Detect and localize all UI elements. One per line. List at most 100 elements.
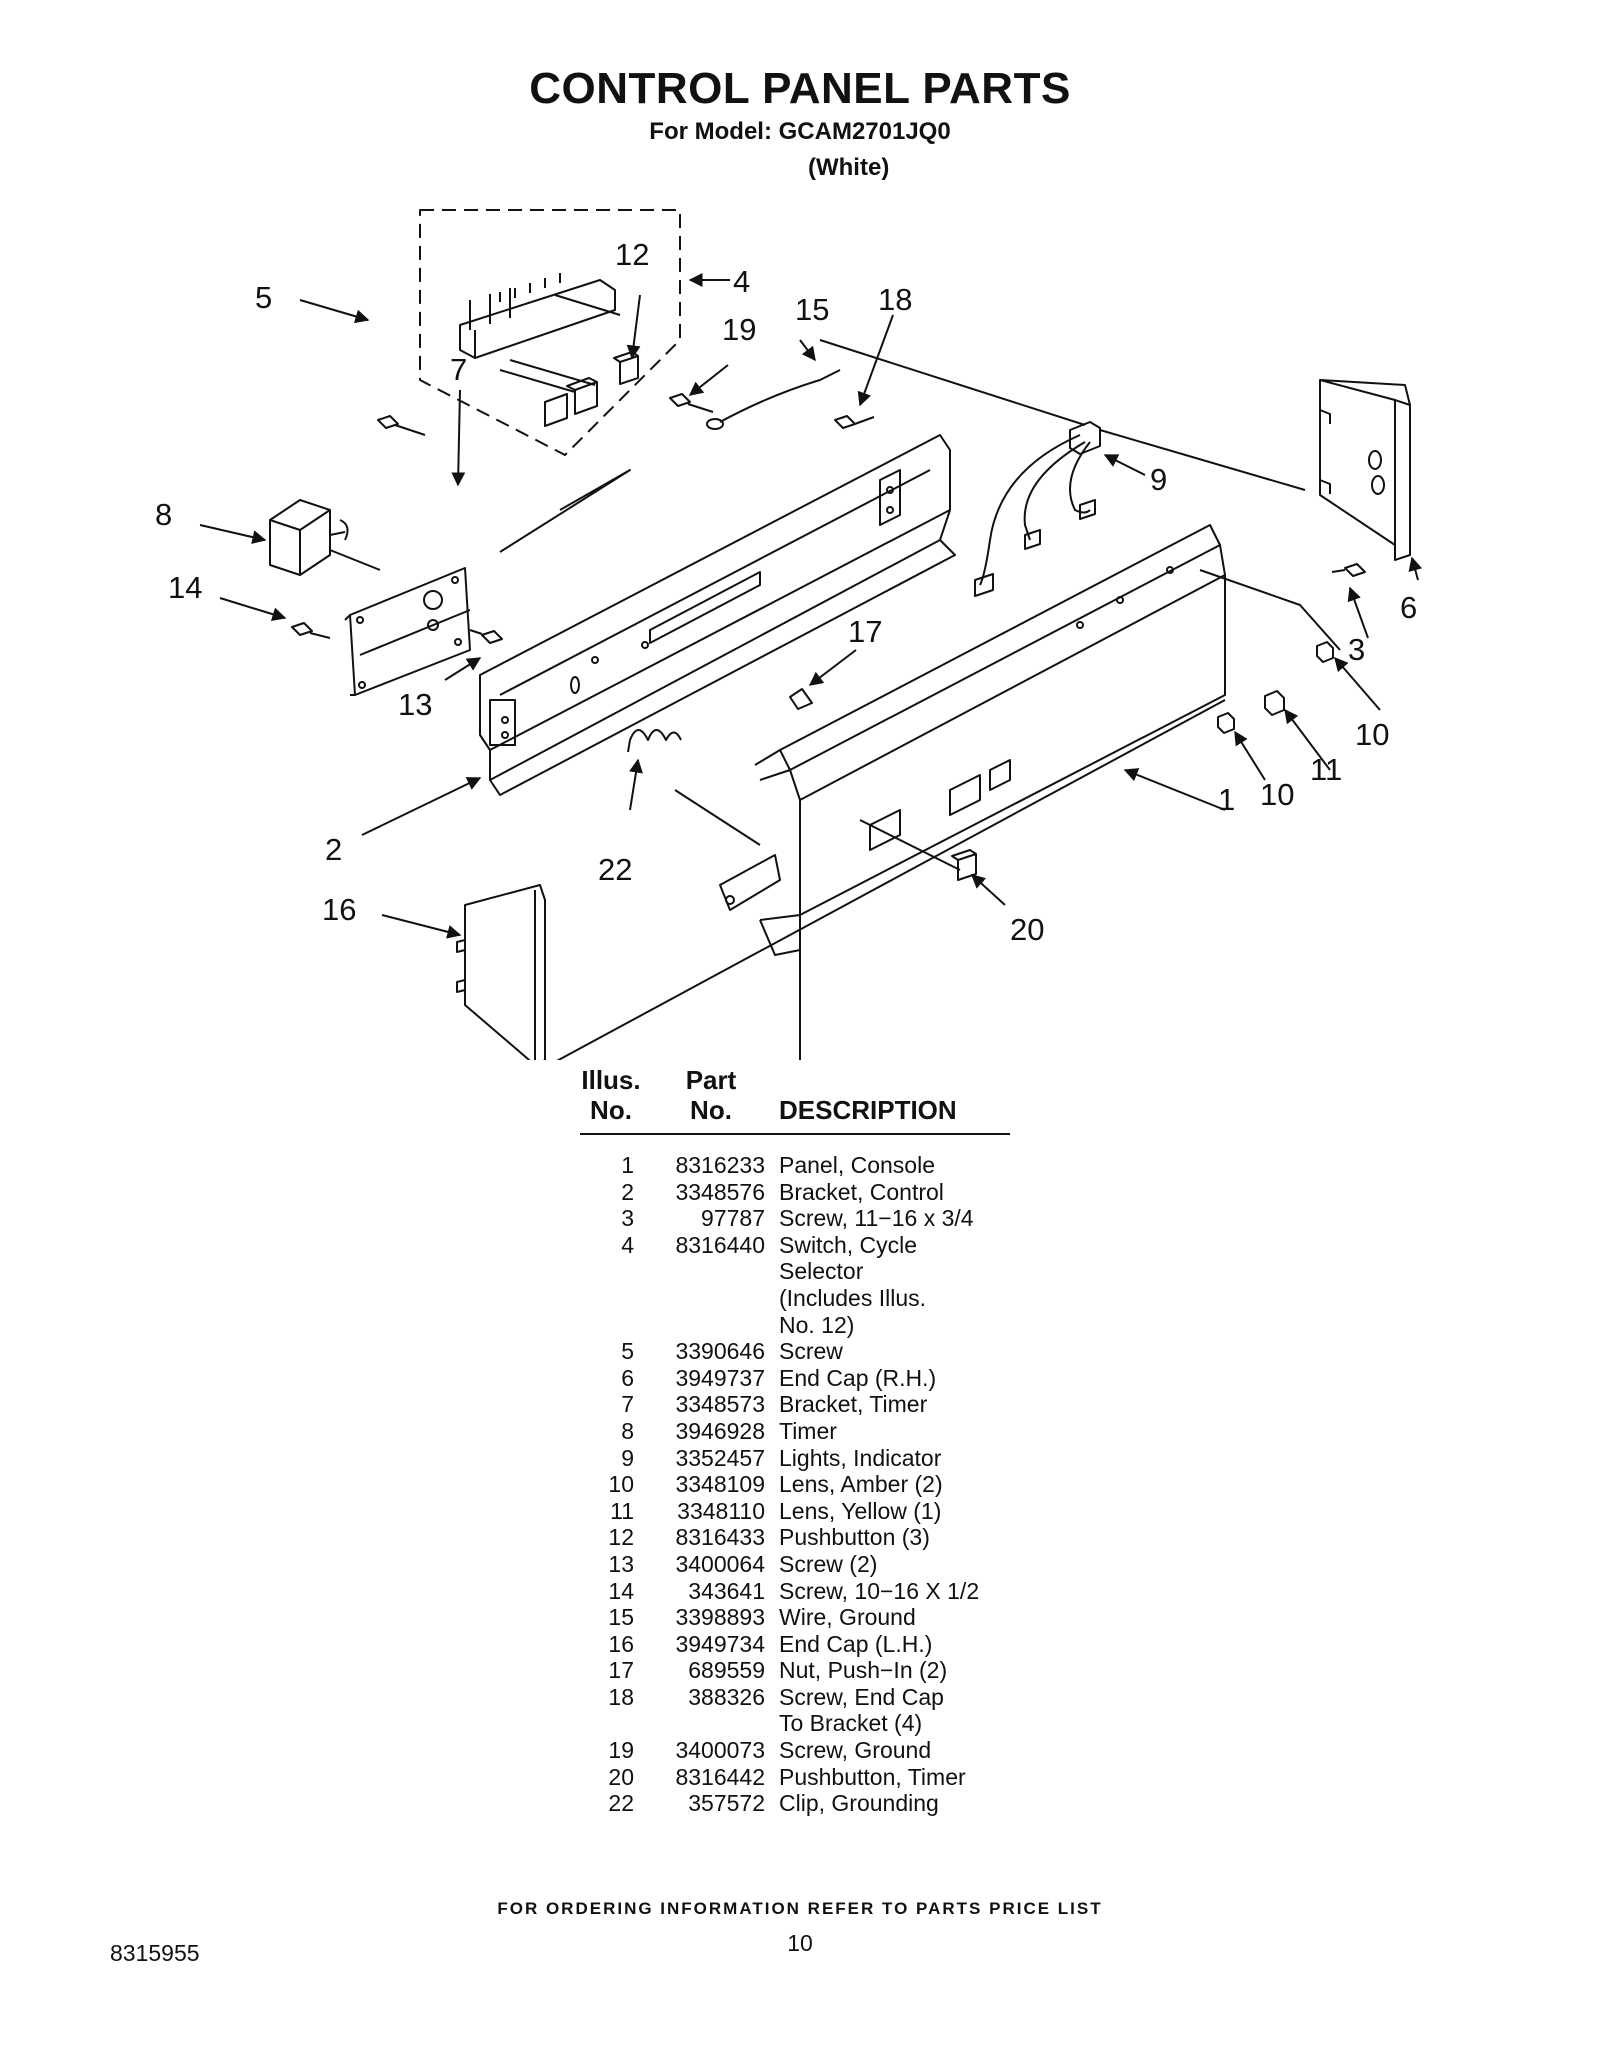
part-no: 3352457 [675,1444,765,1471]
description: Lens, Amber (2) [779,1471,943,1498]
callout-3: 3 [1348,632,1365,667]
document-number: 8315955 [110,1940,200,1966]
description: Clip, Grounding [779,1790,939,1817]
illus-no: 12 [608,1524,634,1551]
callout-10b: 10 [1260,777,1294,812]
description: Lights, Indicator [779,1444,942,1471]
lenses [1217,641,1334,734]
description: Screw, 11−16 x 3/4 [779,1205,974,1232]
callout-10a: 10 [1355,717,1389,752]
ground-wire [719,369,841,423]
callout-2: 2 [325,832,342,867]
description: Nut, Push−In (2) [779,1657,948,1684]
illus-no: 10 [608,1471,634,1498]
illus-no: 11 [610,1497,634,1524]
description: (Includes Illus. [779,1284,927,1311]
part-no [634,1710,765,1737]
callout-20: 20 [1010,912,1044,947]
description: End Cap (L.H.) [779,1630,933,1657]
table-row: (Includes Illus. [580,1285,1040,1312]
part-no [634,1258,765,1285]
table-row: 6 3949737 End Cap (R.H.) [580,1365,1040,1392]
part-no: 3400073 [675,1737,765,1764]
illus-no [580,1285,634,1312]
description: Screw, 10−16 X 1/2 [779,1577,980,1604]
description: Panel, Console [779,1152,935,1178]
end-cap-right [1319,379,1411,561]
part-no: 357572 [688,1790,765,1817]
callout-18: 18 [878,282,912,317]
description: Switch, Cycle [779,1231,918,1258]
table-row: No. 12) [580,1312,1040,1339]
illus-no: 13 [608,1550,634,1577]
part-no: 3348573 [675,1391,765,1418]
illus-no [580,1258,634,1285]
header-description: DESCRIPTION [779,1095,957,1125]
illus-no: 2 [621,1178,634,1205]
illus-no: 4 [621,1231,634,1258]
page-number: 10 [787,1930,813,1956]
description: Wire, Ground [779,1604,916,1631]
part-no: 97787 [701,1205,765,1232]
end-cap-left [456,884,546,1060]
callout-14: 14 [168,570,202,605]
timer [269,499,381,576]
description: End Cap (R.H.) [779,1364,937,1391]
header-illus: Illus. No. [581,1065,641,1125]
control-bracket [479,434,956,796]
part-no: 3390646 [675,1338,765,1365]
illus-no [580,1710,634,1737]
grounding-clip [627,729,682,753]
description: Pushbutton (3) [779,1524,930,1551]
header-rule [580,1133,1010,1135]
indicator-lights-harness [974,421,1101,597]
description: Bracket, Control [779,1178,944,1205]
callout-5: 5 [255,280,272,315]
illus-no: 8 [621,1417,634,1444]
pushbutton-c [544,393,568,427]
description: Screw [779,1338,843,1365]
screws [291,393,1366,644]
part-no: 8316442 [675,1763,765,1790]
part-no: 3400064 [675,1550,765,1577]
description: Pushbutton, Timer [779,1763,966,1790]
illus-no: 22 [608,1790,634,1817]
callout-11: 11 [1310,752,1342,787]
table-row: Selector [580,1258,1040,1285]
ordering-note: FOR ORDERING INFORMATION REFER TO PARTS … [497,1899,1103,1918]
illus-no: 7 [621,1391,634,1418]
illus-no: 14 [608,1577,634,1604]
illus-no: 16 [608,1630,634,1657]
part-no: 3348109 [675,1471,765,1498]
timer-bracket [344,567,471,696]
callout-22: 22 [598,852,632,887]
illus-no: 19 [608,1737,634,1764]
table-row: To Bracket (4) [580,1710,1040,1737]
illus-no: 6 [621,1364,634,1391]
part-no: 3949737 [675,1364,765,1391]
callout-6: 6 [1400,590,1417,625]
part-no: 388326 [688,1683,765,1710]
part-no: 3348110 [677,1497,765,1524]
part-no [634,1285,765,1312]
callout-16: 16 [322,892,356,927]
description: Screw (2) [779,1550,878,1577]
illus-no: 15 [608,1604,634,1631]
model-color: (White) [808,154,890,181]
illus-no: 9 [621,1444,634,1471]
illus-no: 5 [621,1338,634,1365]
callout-4: 4 [733,264,750,299]
